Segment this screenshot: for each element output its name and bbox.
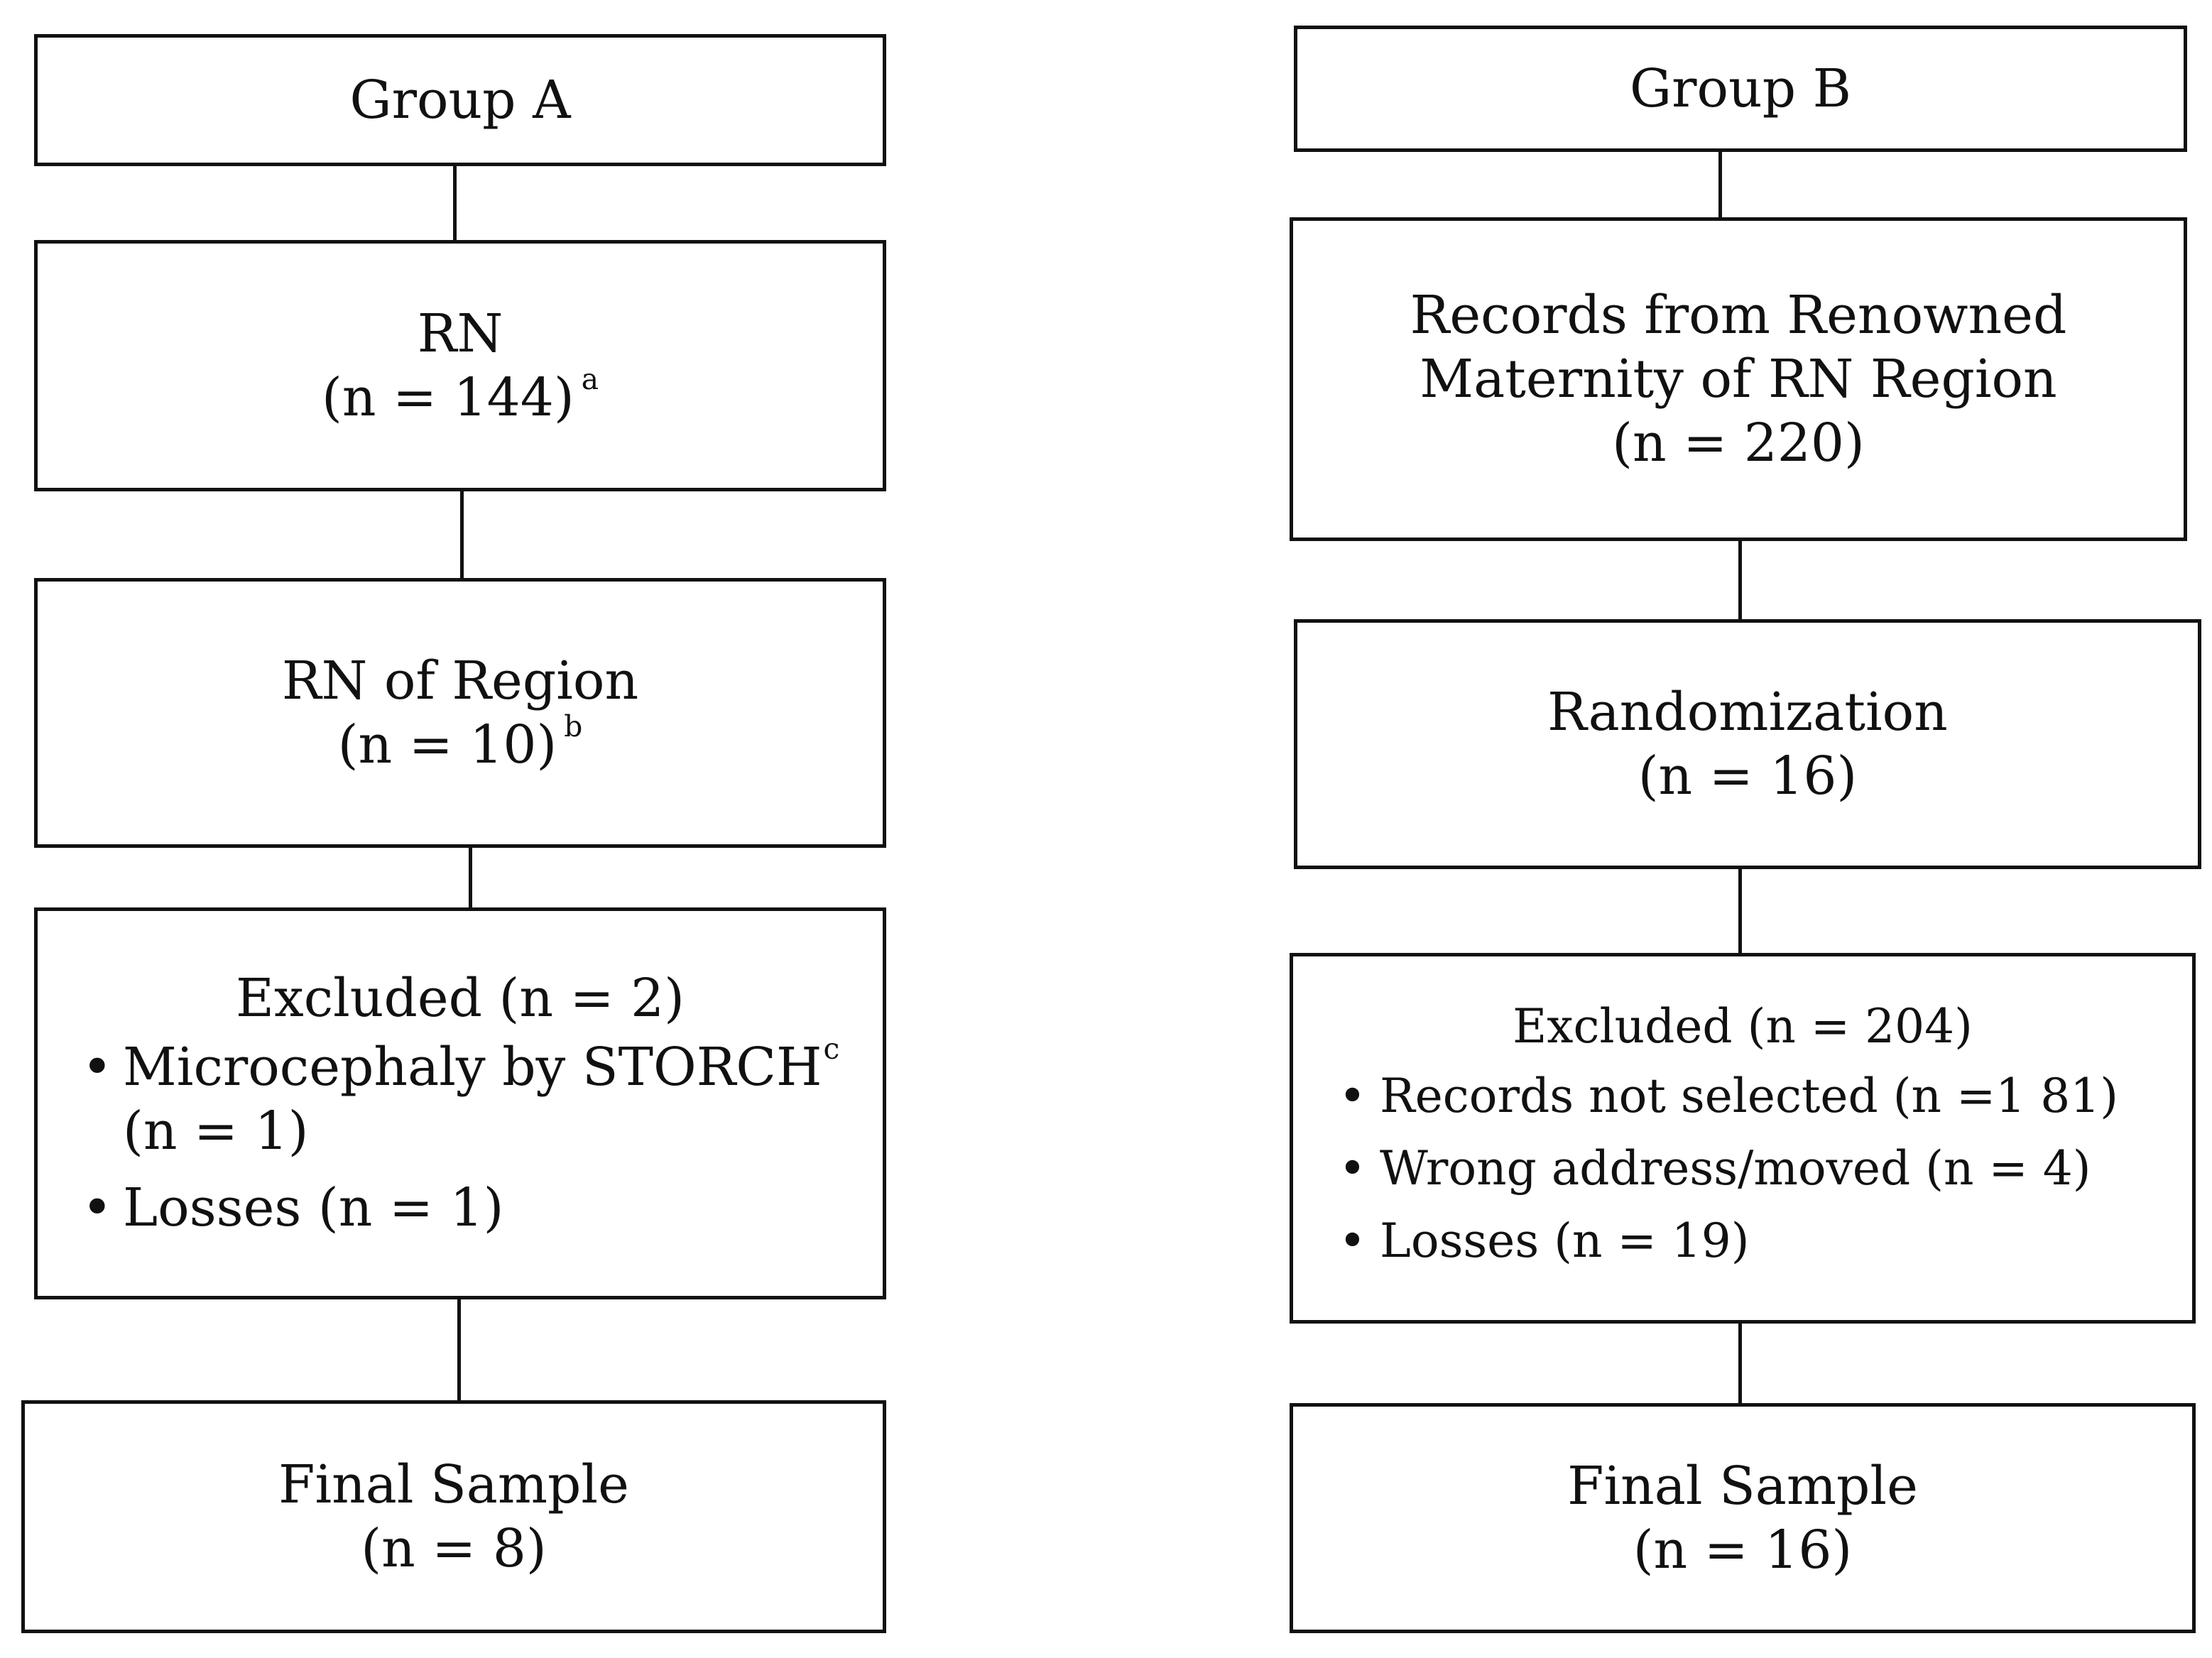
connector-b3 [1738, 869, 1742, 953]
group-a-final-count: (n = 8) [361, 1518, 547, 1579]
group-a-title: Group A [349, 69, 571, 131]
group-b-records-count: (n = 220) [1612, 413, 1865, 474]
group-a-rn-count-line: (n = 144)a [322, 365, 599, 430]
group-b-records-box: Records from Renowned Maternity of RN Re… [1290, 217, 2187, 541]
group-a-final-box: Final Sample (n = 8) [21, 1400, 886, 1633]
list-item: • Losses (n = 19) [1339, 1205, 2192, 1277]
group-b-excluded-item-2: Wrong address/moved (n = 4) [1380, 1141, 2091, 1196]
footnote-b: b [564, 709, 583, 744]
group-a-rn-label: RN [417, 302, 503, 364]
connector-b1 [1718, 152, 1722, 217]
group-b-excluded-box: Excluded (n = 204) • Records not selecte… [1290, 953, 2196, 1324]
list-item: • Records not selected (n =1 81) [1339, 1060, 2192, 1133]
group-a-title-box: Group A [34, 34, 886, 166]
group-a-excluded-box: Excluded (n = 2) • Microcephaly by STORC… [34, 907, 886, 1299]
connector-a2 [460, 491, 464, 578]
connector-a4 [457, 1299, 461, 1400]
group-b-randomization-box: Randomization (n = 16) [1294, 619, 2201, 869]
bullet-icon: • [1339, 1068, 1366, 1123]
list-item: • Losses (n = 1) [82, 1176, 883, 1240]
group-a-excluded-list: • Microcephaly by STORCHc (n = 1) • Loss… [82, 1035, 883, 1240]
group-a-final-label: Final Sample [278, 1454, 629, 1515]
group-b-records-line1: Records from Renowned [1410, 284, 2067, 346]
group-b-randomization-count: (n = 16) [1638, 746, 1858, 807]
group-b-final-count: (n = 16) [1633, 1520, 1853, 1581]
connector-b2 [1738, 541, 1742, 619]
list-item: • Microcephaly by STORCHc (n = 1) [82, 1035, 883, 1164]
group-b-excluded-item-1: Records not selected (n =1 81) [1380, 1068, 2118, 1123]
bullet-icon: • [82, 1036, 113, 1098]
group-a-excluded-label: Excluded (n = 2) [235, 968, 685, 1030]
group-a-rn-region-box: RN of Region (n = 10)b [34, 578, 886, 848]
connector-b4 [1738, 1324, 1742, 1403]
group-a-rn-region-count-line: (n = 10)b [337, 712, 583, 777]
group-b-final-box: Final Sample (n = 16) [1290, 1403, 2196, 1633]
list-item: • Wrong address/moved (n = 4) [1339, 1133, 2192, 1205]
group-b-records-line2: Maternity of RN Region [1420, 348, 2057, 410]
group-a-excluded-item-2: Losses (n = 1) [123, 1177, 504, 1239]
connector-a1 [453, 166, 457, 240]
group-a-rn-box: RN (n = 144)a [34, 240, 886, 491]
group-a-excluded-item-1-text: Microcephaly by STORCH [123, 1036, 822, 1098]
group-b-excluded-item-3: Losses (n = 19) [1380, 1213, 1750, 1269]
group-a-rn-region-label: RN of Region [281, 650, 639, 711]
bullet-icon: • [1339, 1141, 1366, 1196]
footnote-a: a [581, 362, 599, 397]
group-b-excluded-label: Excluded (n = 204) [1513, 999, 1973, 1054]
group-b-excluded-list: • Records not selected (n =1 81) • Wrong… [1339, 1060, 2192, 1278]
group-a-excluded-item-1-count: (n = 1) [123, 1101, 309, 1162]
group-a-rn-count: (n = 144) [322, 367, 574, 428]
connector-a3 [469, 848, 472, 907]
footnote-c: c [823, 1032, 840, 1067]
bullet-icon: • [82, 1177, 113, 1239]
bullet-icon: • [1339, 1213, 1366, 1269]
group-b-final-label: Final Sample [1567, 1455, 1918, 1517]
group-b-randomization-label: Randomization [1547, 681, 1948, 743]
group-b-title: Group B [1630, 58, 1851, 119]
group-a-excluded-item-1: Microcephaly by STORCHc (n = 1) [123, 1035, 839, 1164]
group-a-rn-region-count: (n = 10) [337, 714, 557, 775]
group-b-title-box: Group B [1294, 26, 2187, 152]
